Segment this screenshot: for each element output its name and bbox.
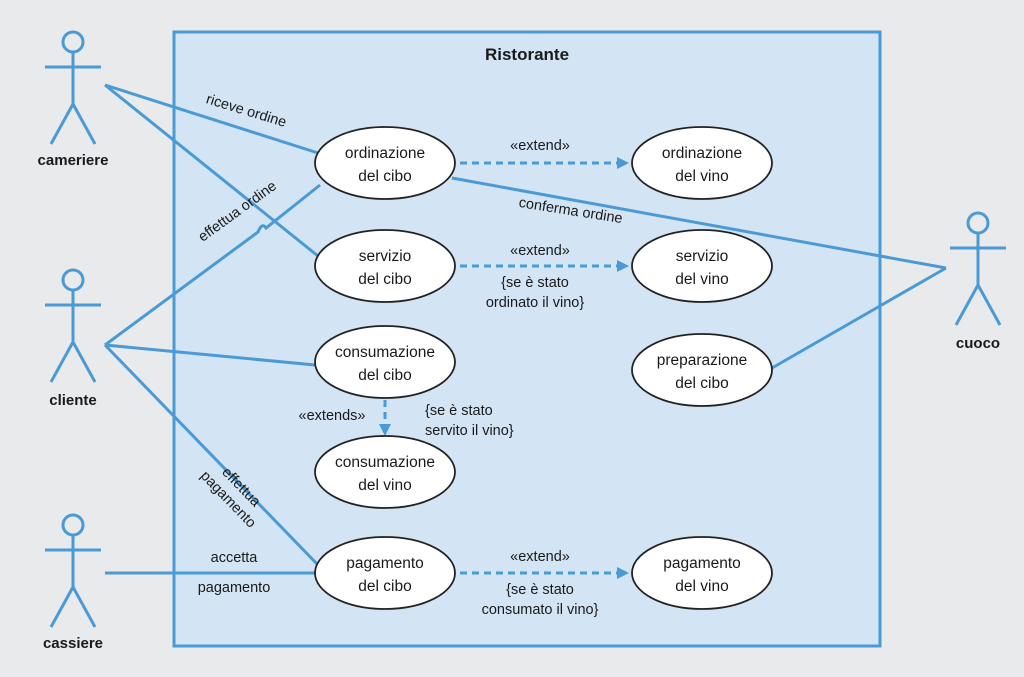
association-cameriere-serv-cibo [104, 83, 319, 258]
use-case-label: del vino [675, 168, 728, 185]
use-case-ord-cibo: ordinazione del cibo [314, 126, 456, 200]
actor-cameriere: cameriere [38, 30, 109, 169]
use-case-serv-vino: servizio del vino [631, 229, 773, 303]
use-case-label: del cibo [358, 271, 411, 288]
association-cameriere-ord-cibo [104, 83, 319, 155]
use-case-prep-cibo: preparazione del cibo [631, 333, 773, 407]
use-case-label: ordinazione [345, 145, 425, 162]
use-case-ellipse [631, 536, 773, 610]
use-case-label: del cibo [358, 168, 411, 185]
system-title: Ristorante [485, 45, 569, 64]
actor-label: cuoco [956, 335, 1000, 352]
extend-condition: {se è stato [506, 582, 574, 598]
use-case-ord-vino: ordinazione del vino [631, 126, 773, 200]
use-case-label: servizio [676, 248, 729, 265]
association-prep-cibo-cuoco [771, 266, 947, 370]
extend-condition: ordinato il vino} [486, 295, 584, 311]
use-case-ellipse [631, 229, 773, 303]
use-case-pag-vino: pagamento del vino [631, 536, 773, 610]
association-cliente-cons-cibo [104, 343, 316, 367]
stick-figure-icon [45, 513, 101, 628]
extend-condition: servito il vino} [425, 423, 514, 439]
use-case-ellipse [631, 126, 773, 200]
association-cliente-ord-cibo [104, 183, 321, 347]
extend-condition: consumato il vino} [482, 602, 599, 618]
use-case-ellipse [314, 229, 456, 303]
use-case-serv-cibo: servizio del cibo [314, 229, 456, 303]
use-case-label: pagamento [346, 555, 424, 572]
use-case-cons-cibo: consumazione del cibo [314, 325, 456, 399]
actor-label: cameriere [38, 152, 109, 169]
association-layer [103, 83, 947, 575]
extend-stereotype: «extend» [510, 138, 570, 154]
use-case-ellipse [314, 325, 456, 399]
stick-figure-icon [45, 30, 101, 145]
use-case-label: pagamento [663, 555, 741, 572]
use-case-cons-vino: consumazione del vino [314, 435, 456, 509]
use-case-ellipse [631, 333, 773, 407]
use-case-ellipse [314, 435, 456, 509]
use-case-pag-cibo: pagamento del cibo [314, 536, 456, 610]
use-case-ellipse [314, 536, 456, 610]
extend-stereotype: «extend» [510, 243, 570, 259]
use-case-label: ordinazione [662, 145, 742, 162]
extend-condition: {se è stato [425, 403, 493, 419]
actor-layer: cameriere cliente cassiere cuoco [38, 30, 1006, 652]
use-case-label: del cibo [675, 375, 728, 392]
use-case-label: del vino [675, 271, 728, 288]
use-case-label: del cibo [358, 578, 411, 595]
use-case-ellipse [314, 126, 456, 200]
extend-stereotype: «extend» [510, 549, 570, 565]
extend-stereotype: «extends» [299, 408, 366, 424]
use-case-label: preparazione [657, 352, 747, 369]
stick-figure-icon [45, 268, 101, 383]
actor-cuoco: cuoco [950, 211, 1006, 352]
actor-cliente: cliente [45, 268, 101, 409]
association-ord-cibo-cuoco [451, 176, 947, 270]
actor-label: cliente [49, 392, 97, 409]
extend-layer [379, 157, 629, 579]
use-case-label: del vino [675, 578, 728, 595]
association-cliente-pag-cibo [103, 343, 320, 567]
stick-figure-icon [950, 211, 1006, 326]
actor-label: cassiere [43, 635, 103, 652]
use-case-label: consumazione [335, 344, 435, 361]
use-case-label: del vino [358, 477, 411, 494]
association-label: pagamento [198, 580, 271, 596]
association-label: accetta [211, 550, 259, 566]
use-case-label: servizio [359, 248, 412, 265]
system-boundary [172, 30, 882, 648]
use-case-label: del cibo [358, 367, 411, 384]
extend-condition: {se è stato [501, 275, 569, 291]
actor-cassiere: cassiere [43, 513, 103, 652]
use-case-label: consumazione [335, 454, 435, 471]
